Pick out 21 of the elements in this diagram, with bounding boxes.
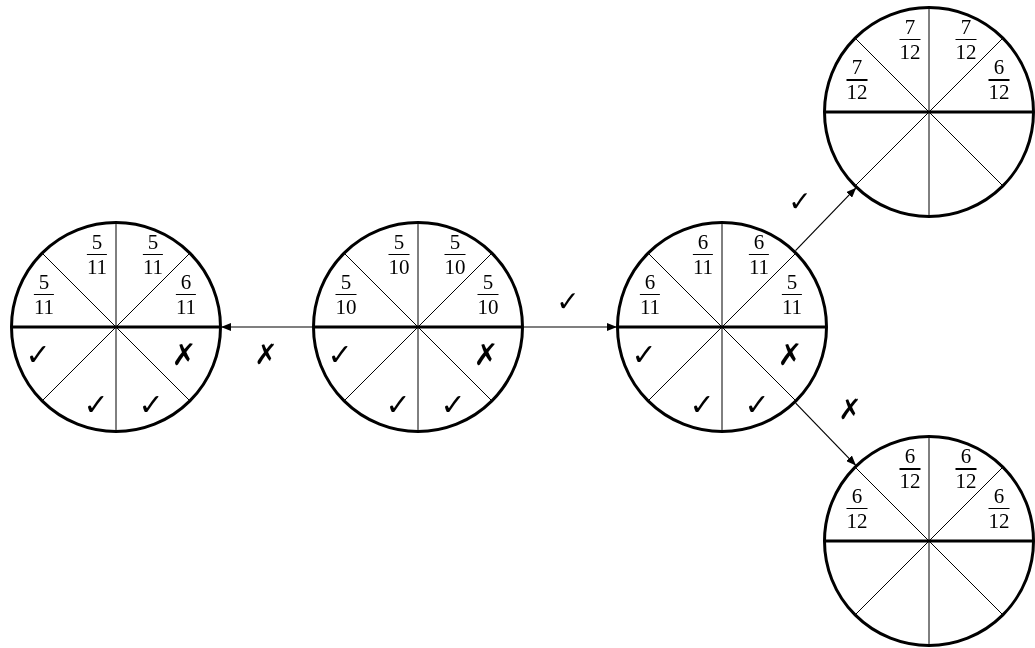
arrow: [794, 187, 857, 252]
sector-mark: ✓: [25, 340, 51, 370]
sector-mark: ✓: [689, 390, 715, 420]
arrow: [523, 323, 617, 331]
sector-mark: ✓: [327, 340, 353, 370]
sector-mark: ✓: [385, 390, 411, 420]
sector-mark: ✗: [171, 340, 197, 370]
sector-mark: ✗: [777, 340, 803, 370]
sector-mark: ✗: [473, 340, 499, 370]
arrow: [795, 402, 856, 466]
sector-circle: [823, 435, 1035, 647]
sector-mark: ✓: [631, 340, 657, 370]
sector-circle: [616, 221, 828, 433]
sector-mark: ✓: [440, 390, 466, 420]
sector-mark: ✓: [744, 390, 770, 420]
sector-mark: ✓: [83, 390, 109, 420]
arrow: [221, 323, 313, 331]
sector-mark: ✓: [138, 390, 164, 420]
sector-circle: [10, 221, 222, 433]
sector-circle: [823, 6, 1035, 218]
sector-circle: [312, 221, 524, 433]
